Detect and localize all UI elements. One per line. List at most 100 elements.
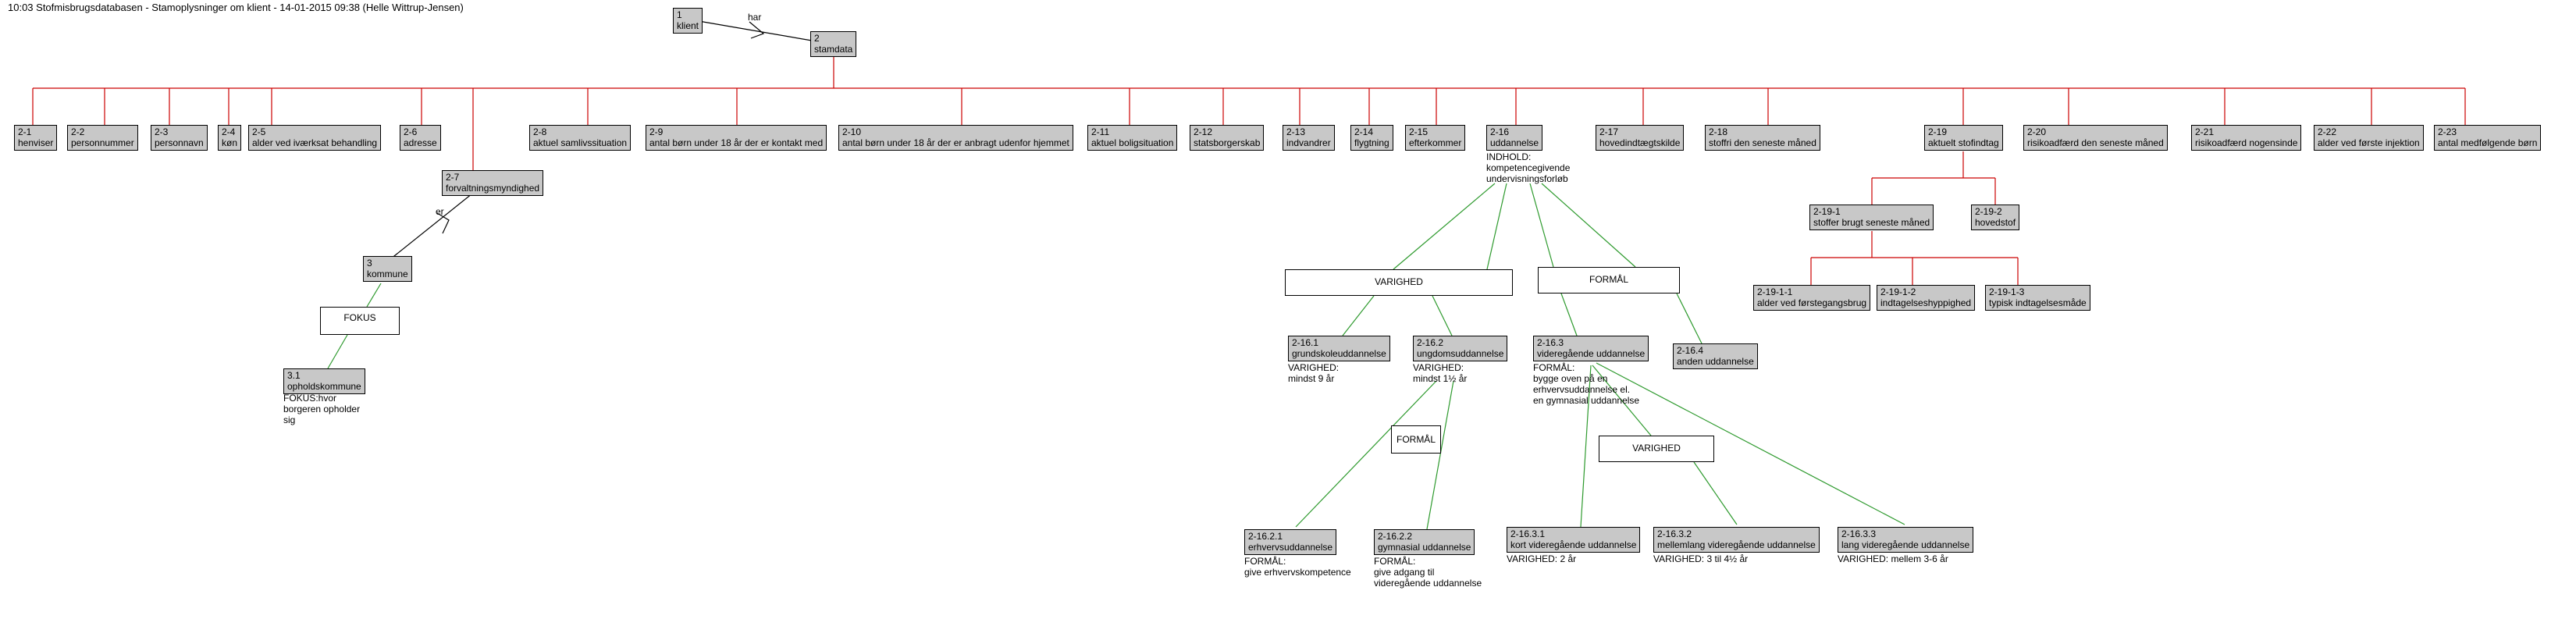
node-id: 2-16.2 — [1417, 337, 1444, 348]
node-id: 2-20 — [2027, 126, 2047, 137]
arrow-er — [436, 212, 450, 234]
note-line: kompetencegivende — [1486, 162, 1571, 173]
node-id: 2-16.3 — [1537, 337, 1564, 348]
node-id: 2-5 — [252, 126, 266, 137]
note-line: VARIGHED: — [1413, 362, 1464, 373]
node-label: personnavn — [155, 137, 204, 148]
node-label: køn — [222, 137, 238, 148]
node-id: 2-19-1 — [1813, 206, 1841, 217]
node-label: indtagelseshyppighed — [1880, 297, 1972, 308]
node-label: grundskoleuddannelse — [1292, 348, 1386, 359]
group-formaal-b[interactable]: FORMÅL — [1391, 425, 1441, 454]
node-id: 2-19-2 — [1975, 206, 2002, 217]
node-label: erhvervsuddannelse — [1248, 542, 1333, 553]
note-line: FORMÅL: — [1533, 362, 1575, 373]
node-label: risikoadfærd den seneste måned — [2027, 137, 2164, 148]
node-label: personnummer — [71, 137, 134, 148]
group-formaal-a[interactable]: FORMÅL — [1538, 267, 1680, 293]
note-line: bygge oven på en — [1533, 373, 1608, 384]
node-id: 2-13 — [1286, 126, 1306, 137]
node-label: lang videregående uddannelse — [1841, 539, 1970, 550]
note-line: videregående uddannelse — [1374, 578, 1482, 589]
node-id: 2-15 — [1409, 126, 1429, 137]
node-id: 3.1 — [287, 370, 301, 381]
note-2-16-3-3: VARIGHED: mellem 3-6 år — [1838, 553, 1948, 564]
node-label: alder ved førstegangsbrug — [1757, 297, 1867, 308]
note-line: VARIGHED: mellem 3-6 år — [1838, 553, 1948, 564]
node-label: stoffri den seneste måned — [1709, 137, 1816, 148]
node-id: 2-16.3.1 — [1510, 528, 1546, 539]
node-label: gymnasial uddannelse — [1378, 542, 1471, 553]
node-id: 2-22 — [2318, 126, 2337, 137]
node-label: aktuel boligsituation — [1091, 137, 1174, 148]
node-id: 2-2 — [71, 126, 85, 137]
group-fokus[interactable]: FOKUS — [320, 307, 400, 335]
node-label: ungdomsuddannelse — [1417, 348, 1504, 359]
note-2-16-3: FORMÅL: bygge oven på en erhvervsuddanne… — [1533, 362, 1639, 406]
node-label: anden uddannelse — [1677, 356, 1754, 367]
node-id: 2-21 — [2195, 126, 2215, 137]
node-label: stamdata — [814, 44, 853, 55]
node-label: typisk indtagelsesmåde — [1989, 297, 2087, 308]
node-id: 2 — [814, 33, 820, 44]
note-line: VARIGHED: 2 år — [1507, 553, 1577, 564]
node-id: 2-7 — [446, 172, 460, 183]
node-id: 2-8 — [533, 126, 547, 137]
node-id: 2-16 — [1490, 126, 1510, 137]
note-2-16-2: VARIGHED: mindst 1½ år — [1413, 362, 1467, 384]
note-2-16-2-1: FORMÅL: give erhvervskompetence — [1244, 556, 1351, 578]
group-varighed-b[interactable]: VARIGHED — [1599, 436, 1714, 462]
link-klient-stamdata — [698, 20, 813, 41]
node-id: 2-19 — [1928, 126, 1948, 137]
node-id: 2-19-1-3 — [1989, 286, 2025, 297]
node-label: stoffer brugt seneste måned — [1813, 217, 1930, 228]
node-label: uddannelse — [1490, 137, 1539, 148]
group-varighed-a[interactable]: VARIGHED — [1285, 269, 1513, 296]
node-id: 2-16.2.2 — [1378, 531, 1413, 542]
node-id: 2-16.4 — [1677, 345, 1704, 356]
node-label: flygtning — [1354, 137, 1389, 148]
note-line: VARIGHED: 3 til 4½ år — [1653, 553, 1749, 564]
